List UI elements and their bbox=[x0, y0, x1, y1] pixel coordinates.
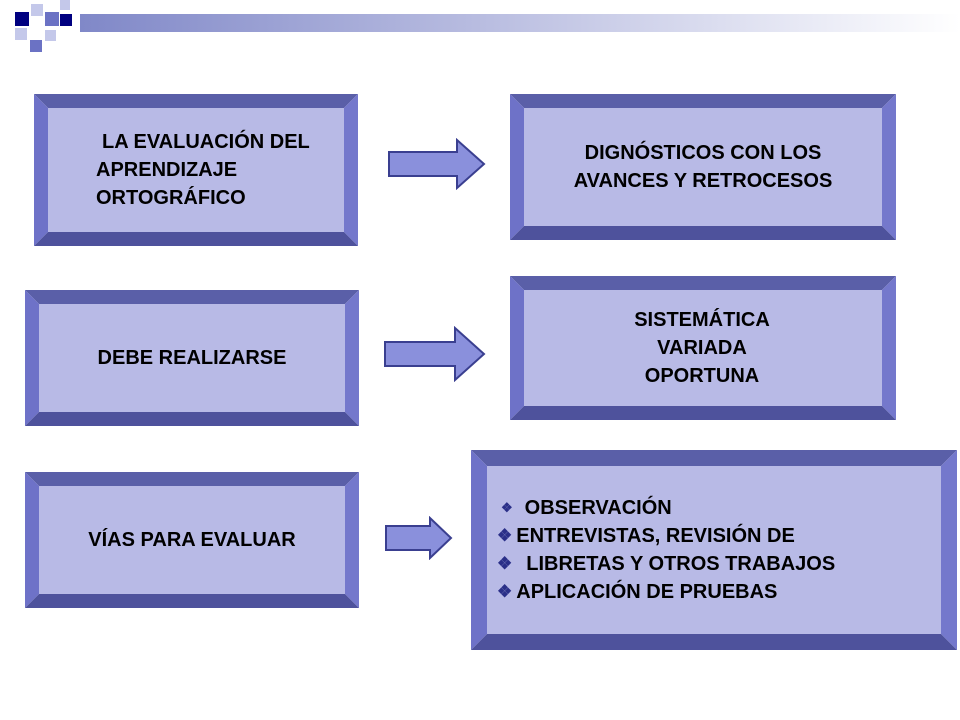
box-debe-realizarse-text: DEBE REALIZARSE bbox=[39, 304, 345, 412]
bevel-top bbox=[510, 276, 896, 290]
bullet-item: ❖ LIBRETAS Y OTROS TRABAJOS bbox=[497, 550, 835, 578]
right-arrow-icon bbox=[384, 326, 486, 382]
text-line: DEBE REALIZARSE bbox=[97, 347, 287, 369]
bullet-item: ❖ APLICACIÓN DE PRUEBAS bbox=[497, 578, 777, 606]
bullet-item: ❖ ENTREVISTAS, REVISIÓN DE bbox=[497, 522, 795, 550]
arrow-shape bbox=[385, 516, 453, 560]
deco-square bbox=[45, 12, 59, 26]
bevel-left bbox=[34, 94, 48, 246]
arrow-shape bbox=[388, 138, 486, 190]
bevel-right bbox=[882, 276, 896, 420]
bevel-right bbox=[345, 290, 359, 426]
diamond-bullet-icon: ❖ bbox=[497, 582, 513, 601]
box-diagnosticos: DIGNÓSTICOS CON LOS AVANCES Y RETROCESOS bbox=[510, 94, 896, 240]
diamond-bullet-icon: ❖ bbox=[497, 554, 513, 573]
bevel-right bbox=[941, 450, 957, 650]
bevel-bottom bbox=[471, 634, 957, 650]
bevel-frame bbox=[25, 472, 359, 608]
bevel-bottom bbox=[34, 232, 358, 246]
bevel-bottom bbox=[25, 412, 359, 426]
box-diagnosticos-text: DIGNÓSTICOS CON LOS AVANCES Y RETROCESOS bbox=[524, 108, 882, 226]
diamond-bullet-icon: ❖ bbox=[501, 500, 513, 515]
bevel-top bbox=[34, 94, 358, 108]
bevel-top bbox=[510, 94, 896, 108]
bullet-text: OBSERVACIÓN bbox=[524, 497, 672, 519]
text-line: SISTEMÁTICA bbox=[634, 309, 770, 331]
text-line: VARIADA bbox=[657, 337, 747, 359]
diamond-bullet-icon: ❖ bbox=[497, 526, 513, 545]
text-line: LA EVALUACIÓN DEL bbox=[102, 131, 310, 153]
text-line: VÍAS PARA EVALUAR bbox=[88, 529, 296, 551]
deco-square bbox=[30, 40, 42, 52]
bevel-right bbox=[882, 94, 896, 240]
bevel-top bbox=[25, 472, 359, 486]
box-vias-evaluar-text: VÍAS PARA EVALUAR bbox=[39, 486, 345, 594]
text-line: ORTOGRÁFICO bbox=[96, 187, 246, 209]
bevel-right bbox=[344, 94, 358, 246]
bevel-frame bbox=[25, 290, 359, 426]
text-line: OPORTUNA bbox=[644, 365, 760, 387]
bevel-top bbox=[25, 290, 359, 304]
box-vias-evaluar: VÍAS PARA EVALUAR bbox=[25, 472, 359, 608]
deco-square bbox=[60, 0, 70, 10]
bevel-left bbox=[25, 472, 39, 608]
bevel-frame bbox=[34, 94, 358, 246]
box-caracteristicas: SISTEMÁTICA VARIADA OPORTUNA bbox=[510, 276, 896, 420]
bullet-text: APLICACIÓN DE PRUEBAS bbox=[516, 581, 778, 603]
box-evaluacion-text: LA EVALUACIÓN DEL APRENDIZAJE ORTOGRÁFIC… bbox=[92, 108, 344, 232]
bevel-left bbox=[510, 276, 524, 420]
text-line: DIGNÓSTICOS CON LOS bbox=[584, 142, 822, 164]
bevel-bottom bbox=[25, 594, 359, 608]
text-line: APRENDIZAJE bbox=[96, 159, 238, 181]
right-arrow-icon bbox=[388, 138, 486, 190]
bevel-left bbox=[25, 290, 39, 426]
text-line: AVANCES Y RETROCESOS bbox=[573, 170, 833, 192]
deco-square bbox=[31, 4, 43, 16]
box-caracteristicas-text: SISTEMÁTICA VARIADA OPORTUNA bbox=[524, 290, 882, 406]
box-vias-lista-text: ❖ OBSERVACIÓN ❖ ENTREVISTAS, REVISIÓN DE… bbox=[497, 466, 953, 634]
bevel-frame bbox=[471, 450, 957, 650]
deco-square bbox=[60, 14, 72, 26]
box-face bbox=[48, 108, 344, 232]
bevel-bottom bbox=[510, 226, 896, 240]
deco-square bbox=[15, 28, 27, 40]
bullet-item: ❖ OBSERVACIÓN bbox=[497, 494, 672, 522]
deco-square bbox=[15, 12, 29, 26]
bevel-right bbox=[345, 472, 359, 608]
box-face bbox=[524, 290, 882, 406]
bullet-text: ENTREVISTAS, REVISIÓN DE bbox=[516, 525, 795, 547]
header-gradient-bar bbox=[80, 14, 960, 32]
box-face bbox=[39, 304, 345, 412]
box-face bbox=[487, 466, 941, 634]
box-evaluacion: LA EVALUACIÓN DEL APRENDIZAJE ORTOGRÁFIC… bbox=[34, 94, 358, 246]
deco-square bbox=[45, 30, 56, 41]
arrow-shape bbox=[384, 326, 486, 382]
bevel-bottom bbox=[510, 406, 896, 420]
right-arrow-icon bbox=[385, 516, 453, 560]
bevel-frame bbox=[510, 94, 896, 240]
bullet-text: LIBRETAS Y OTROS TRABAJOS bbox=[526, 553, 836, 575]
bevel-left bbox=[471, 450, 487, 650]
box-face bbox=[39, 486, 345, 594]
bevel-top bbox=[471, 450, 957, 466]
bevel-left bbox=[510, 94, 524, 240]
box-debe-realizarse: DEBE REALIZARSE bbox=[25, 290, 359, 426]
box-face bbox=[524, 108, 882, 226]
bevel-frame bbox=[510, 276, 896, 420]
box-vias-lista: ❖ OBSERVACIÓN ❖ ENTREVISTAS, REVISIÓN DE… bbox=[471, 450, 957, 650]
